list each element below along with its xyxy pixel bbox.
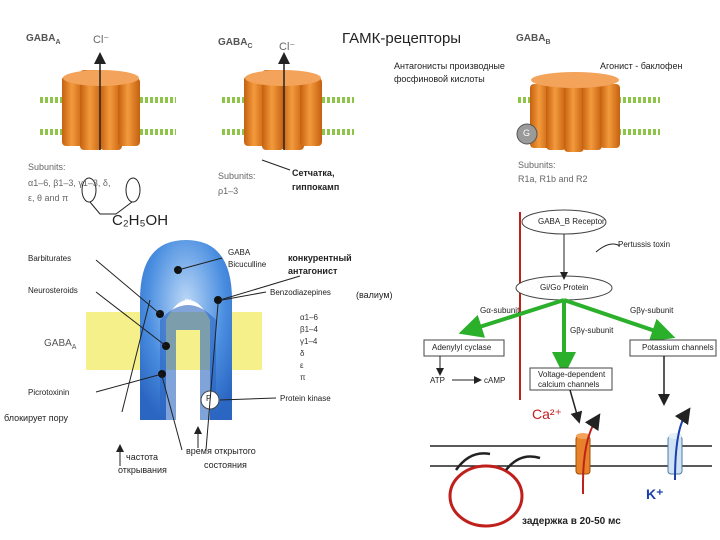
pathway-adenylyl: Adenylyl cyclase — [432, 343, 492, 352]
panel-subunit: γ1–4 — [300, 337, 318, 346]
delta-circle — [125, 177, 141, 203]
panel-label-benzodiazepines: Benzodiazepines — [270, 288, 331, 297]
synapse-scene — [430, 407, 712, 528]
panel-label-protein-kinase: Protein kinase — [280, 394, 331, 403]
freq-line2: открывания — [118, 465, 167, 475]
ethanol-formula: C₂H₅OH — [112, 212, 169, 229]
delay-label: задержка в 20-50 мс — [522, 516, 621, 527]
pathway-calcium-line2: calcium channels — [538, 380, 600, 389]
agonist-label: Агонист - баклофен — [600, 61, 683, 71]
pathway-receptor: GABA_B Receptor — [538, 217, 605, 226]
pathway-calcium-line1: Voltage-dependent — [538, 370, 606, 379]
antagonists-line1: Антагонисты производные — [394, 61, 505, 71]
pore-arrow — [121, 299, 151, 413]
pathway-right-subunit: Gβγ-subunit — [630, 306, 674, 315]
retina-line1: Сетчатка, — [292, 168, 335, 178]
pathway-camp: cAMP — [484, 376, 506, 385]
gaba-c-subunits-title: Subunits: — [218, 171, 256, 181]
freq-arrow — [161, 375, 183, 451]
panel-subunit: ε — [300, 361, 304, 370]
gaba-b-label: GABAB — [516, 33, 551, 46]
gaba-b-subunits-line1: R1a, R1b and R2 — [518, 174, 588, 184]
time-arrow — [205, 303, 219, 451]
valium-label: (валиум) — [356, 290, 393, 300]
panel-label-gaba-a: GABAA — [44, 338, 77, 351]
gaba-a-subunits-line2: ε, θ and π — [28, 193, 69, 203]
gaba-b-subunits-title: Subunits: — [518, 160, 556, 170]
panel-subunit: α1–6 — [300, 313, 318, 322]
time-line2: состояния — [204, 460, 247, 470]
slide-title: ГАМК-рецепторы — [342, 30, 462, 47]
gaba-b-receptor-shape — [516, 72, 620, 152]
gaba-c-receptor-shape — [244, 52, 322, 150]
panel-subunit: π — [300, 373, 306, 382]
panel-label-barbiturates: Barbiturates — [28, 254, 72, 263]
competitive-line2: антагонист — [288, 266, 338, 276]
antagonists-line2: фосфиновой кислоты — [394, 74, 485, 84]
panel-channel-ion: Cl — [184, 298, 192, 307]
gaba-c-subunits-line1: ρ1–3 — [218, 186, 239, 196]
gaba-a-panel — [40, 240, 360, 420]
panel-subunit: β1–4 — [300, 325, 318, 334]
retina-line2: гиппокамп — [292, 182, 340, 192]
time-line1: время открытого — [186, 446, 256, 456]
pathway-protein: Gi/Go Protein — [540, 283, 589, 292]
potassium-label: K⁺ — [646, 486, 664, 502]
competitive-line1: конкурентный — [288, 253, 352, 263]
gaba-c-label: GABAC — [218, 37, 253, 50]
pathway-atp: ATP — [430, 376, 445, 385]
panel-label-picrotoxinin: Picrotoxinin — [28, 388, 70, 397]
freq-line1: частота — [126, 452, 159, 462]
benzo-arrow — [219, 275, 301, 301]
gaba-c-ion: Cl⁻ — [279, 41, 296, 53]
gaba-a-subunits-title: Subunits: — [28, 162, 66, 172]
panel-subunit-list: α1–6 β1–4 γ1–4 δ ε π — [300, 312, 318, 384]
calcium-label: Ca²⁺ — [532, 406, 562, 422]
panel-label-neurosteroids: Neurosteroids — [28, 286, 78, 295]
panel-subunit: δ — [300, 349, 305, 358]
retina-arrow — [261, 159, 291, 171]
ethanol-link — [89, 201, 133, 215]
gaba-a-subunits-line1: α1–6, β1–3, γ1–3, δ, — [28, 178, 111, 188]
g-protein-label: G — [523, 128, 531, 138]
pathway-toxin: Pertussis toxin — [618, 240, 671, 249]
pathway-left-subunit: Gα-subunit — [480, 306, 520, 315]
panel-p-label: P — [206, 394, 212, 403]
gaba-a-ion: Cl⁻ — [93, 34, 110, 46]
gaba-a-label: GABAA — [26, 33, 61, 46]
pathway-diagram — [423, 209, 717, 424]
blocks-pore-label: блокирует пору — [4, 413, 68, 423]
gamma-circle — [81, 177, 97, 203]
gaba-a-receptor-shape — [62, 52, 140, 150]
panel-label-gaba: GABA — [228, 248, 251, 257]
panel-label-bicuculline: Bicuculline — [228, 260, 267, 269]
pathway-middle-subunit: Gβγ-subunit — [570, 326, 614, 335]
pathway-potassium: Potassium channels — [642, 343, 714, 352]
